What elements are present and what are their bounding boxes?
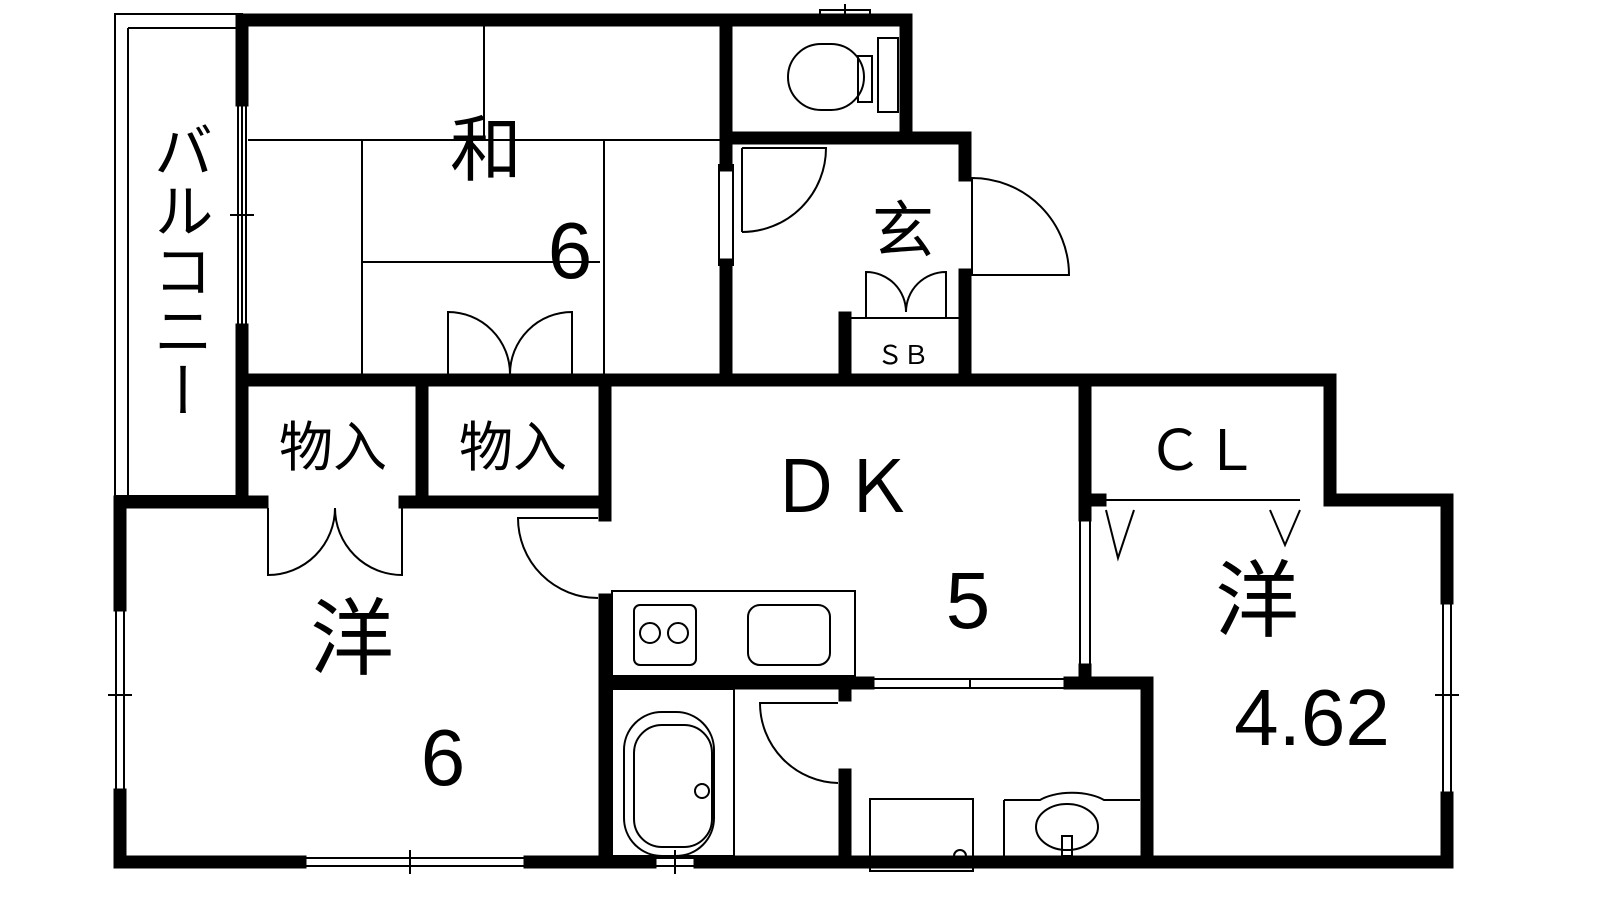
dk-label: ＤＫ [770, 445, 914, 529]
closet-label: ＣＬ [1147, 419, 1259, 484]
balcony-label: バルコニー [143, 120, 213, 420]
storage-2-label: 物入 [459, 416, 567, 479]
fixtures [248, 26, 1301, 872]
western-left-label: 洋 [310, 590, 394, 688]
washitsu-label: 和 [450, 108, 522, 192]
shoe-box-label: ＳＢ [877, 341, 929, 371]
genkan-label: 玄 [872, 194, 934, 267]
door-arc [741, 147, 828, 233]
walls [113, 13, 1454, 869]
storage-1-label: 物入 [279, 416, 387, 479]
dk-size: 5 [946, 556, 991, 645]
western-right-label: 洋 [1215, 552, 1299, 650]
washitsu-size: 6 [548, 206, 593, 295]
western-right-size: 4.62 [1234, 673, 1390, 762]
western-left-size: 6 [421, 713, 466, 802]
